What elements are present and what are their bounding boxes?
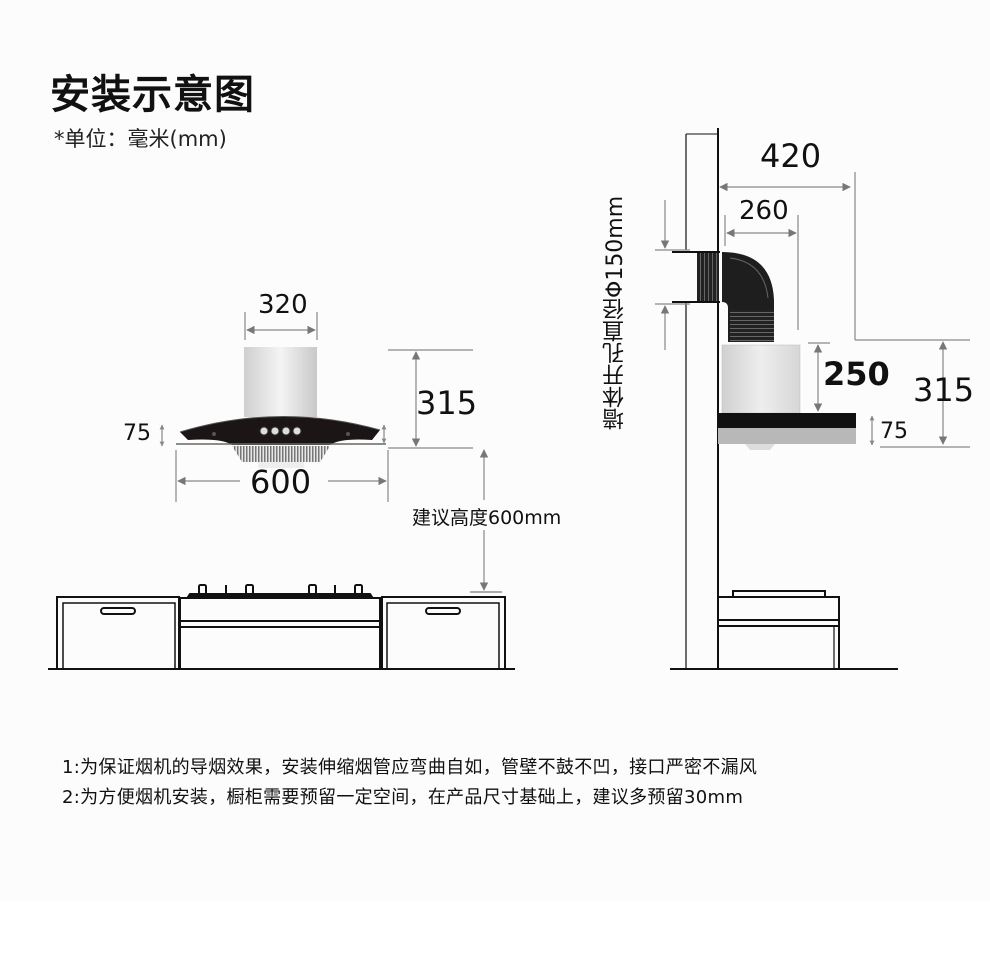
kitchen-cabinet-front <box>48 584 515 670</box>
dim-hood-width: 600 <box>250 463 312 501</box>
side-hood <box>672 251 856 450</box>
dim-duct-offset: 260 <box>739 196 789 226</box>
install-note-1: 1:为保证烟机的导烟效果，安装伸缩烟管应弯曲自如，管壁不鼓不凹，接口严密不漏风 <box>62 757 758 778</box>
dim-chimney-height: 250 <box>823 355 890 393</box>
front-hood <box>176 347 386 468</box>
install-note-2: 2:为方便烟机安装，橱柜需要预留一定空间，在产品尺寸基础上，建议多预留30mm <box>62 787 744 808</box>
recommended-height-label: 建议高度600mm <box>410 503 564 530</box>
kitchen-cabinet-side <box>670 590 898 670</box>
unit-note: *单位：毫米(mm) <box>54 127 227 151</box>
dim-chimney-width: 320 <box>258 290 308 320</box>
wall <box>685 128 719 669</box>
background-panel <box>0 0 990 902</box>
front-dimension-lines <box>159 312 502 593</box>
dim-panel-height-side: 75 <box>880 419 908 444</box>
dim-total-height-side: 315 <box>913 371 975 409</box>
side-dimension-lines <box>655 172 970 448</box>
page-title: 安装示意图 <box>50 72 255 118</box>
wall-hole-label: 墙体开孔直径Φ150mm <box>603 195 628 430</box>
dim-total-height-front: 315 <box>416 384 478 422</box>
dim-panel-height-front: 75 <box>123 421 151 446</box>
dim-depth-total: 420 <box>760 137 822 175</box>
